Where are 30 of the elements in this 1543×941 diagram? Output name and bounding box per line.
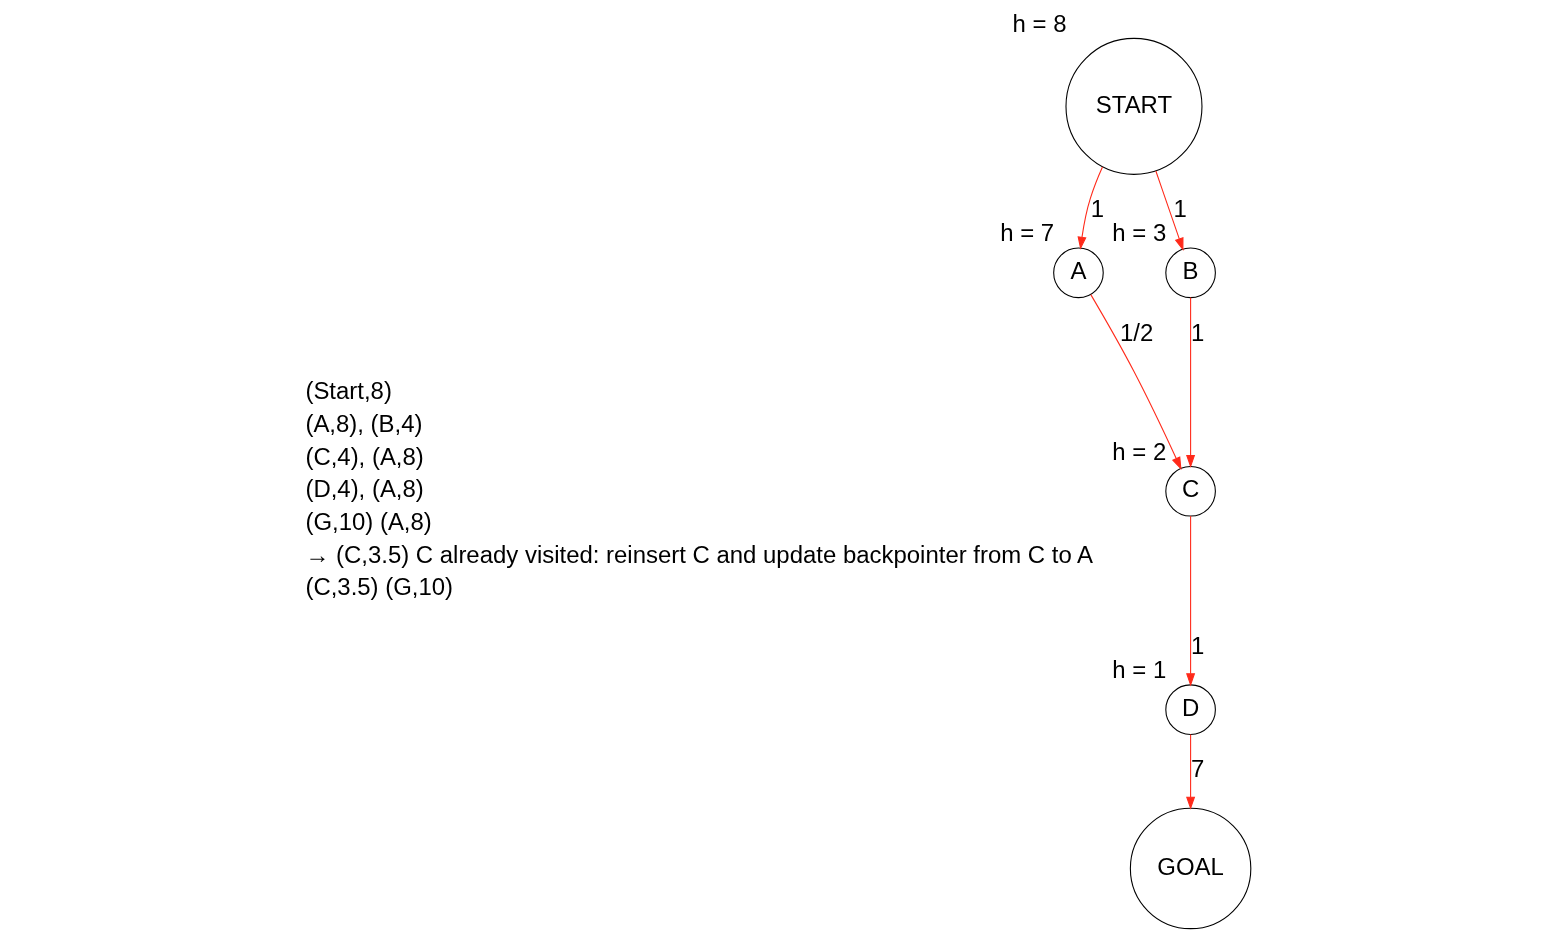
arrow: [1077, 166, 1103, 250]
arrow: [1155, 170, 1184, 251]
node-circle: D: [1165, 684, 1216, 736]
node-label: h = 8: [1012, 9, 1067, 37]
label: → (C,3.5) C already visited: reinsert C and update backpointer from C to A: [305, 540, 1094, 568]
node-label: h = 1: [1112, 656, 1167, 684]
node-circle: C: [1165, 465, 1216, 517]
node-circle: GOAL: [1129, 807, 1252, 930]
label: (G,10) (A,8): [305, 508, 432, 536]
edge-label: 1: [1191, 318, 1205, 346]
label: (A,8), (B,4): [305, 410, 423, 438]
node-label: h = 3: [1112, 219, 1167, 247]
edge-label: 1/2: [1120, 318, 1154, 346]
edge-label: 7: [1191, 755, 1205, 783]
node-label: h = 2: [1112, 437, 1167, 465]
label: (D,4), (A,8): [305, 475, 424, 503]
node-circle: START: [1065, 37, 1203, 175]
label: (C,4), (A,8): [305, 442, 424, 470]
node-label: h = 7: [1000, 219, 1055, 247]
arrow: [1186, 515, 1196, 687]
node-circle: B: [1165, 247, 1216, 299]
arrow: [1186, 734, 1196, 810]
edge-label: 1: [1173, 195, 1187, 223]
edge-label: 1: [1191, 632, 1205, 660]
arrow: [1090, 294, 1182, 470]
arrow: [1186, 296, 1196, 468]
edge-label: 1: [1090, 195, 1105, 223]
node-circle: A: [1053, 247, 1104, 299]
label: (Start,8): [305, 377, 392, 405]
label: (C,3.5) (G,10): [305, 573, 454, 601]
